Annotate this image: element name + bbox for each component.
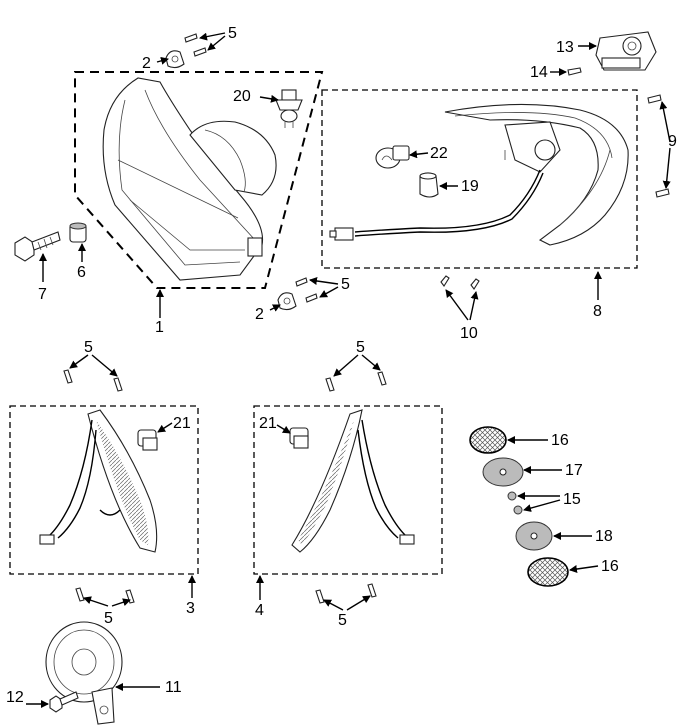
callout-16: 16 [601,558,619,575]
callout-5: 5 [228,25,237,42]
bulb-21-left [137,429,158,451]
callout-5: 5 [338,612,347,629]
mounting-bolt [14,231,61,262]
callout-5: 5 [84,339,93,356]
screws-right [647,94,670,198]
callout-2: 2 [255,306,264,323]
rubber-grommet [69,222,87,243]
reflector-18 [515,521,553,551]
callout-8: 8 [593,303,602,320]
headlight-assembly [74,71,324,289]
bulb-socket [419,172,439,198]
turn-signal-left [9,405,199,575]
callout-11: 11 [165,679,182,696]
callout-12: 12 [6,689,24,706]
nuts-15 [507,491,523,515]
tail-bulb [375,145,410,169]
callout-13: 13 [556,39,574,56]
leader-lines [26,32,671,708]
screws-br [315,583,377,604]
callout-21: 21 [259,415,277,432]
callout-22: 22 [430,145,448,162]
callout-5: 5 [356,339,365,356]
callout-10: 10 [460,325,478,342]
callout-5: 5 [104,610,113,627]
screw-14 [567,67,582,76]
callout-2: 2 [142,55,151,72]
screws-bl [75,587,135,604]
screws-tl [63,369,123,392]
reflector-16-top [469,426,507,454]
callout-14: 14 [530,64,548,81]
callout-5: 5 [341,276,350,293]
screws-tr [325,371,387,392]
license-lamp [595,31,657,71]
callout-21: 21 [173,415,191,432]
reflector-16-bottom [527,557,569,587]
callout-16: 16 [551,432,569,449]
turn-signal-right [253,405,443,575]
horn [45,621,123,725]
bracket-mid [277,277,318,311]
headlight-bulb [275,89,303,128]
callout-labels: 5 2 20 13 14 9 22 19 7 6 5 2 1 8 10 5 5 … [6,25,677,706]
bulb-21-right [289,427,309,449]
callout-4: 4 [255,602,264,619]
callout-20: 20 [233,88,251,105]
callout-7: 7 [38,286,47,303]
callout-15: 15 [563,491,581,508]
bracket-top [165,50,185,69]
taillight-assembly [321,89,638,269]
callout-17: 17 [565,462,583,479]
callout-3: 3 [186,600,195,617]
callout-19: 19 [461,178,479,195]
screws-top [184,33,207,57]
callout-18: 18 [595,528,613,545]
horn-bolt [49,691,79,713]
reflector-17 [482,457,524,487]
screws-bottom [440,275,480,290]
callout-9: 9 [668,133,677,150]
callout-6: 6 [77,264,86,281]
callout-1: 1 [155,319,164,336]
